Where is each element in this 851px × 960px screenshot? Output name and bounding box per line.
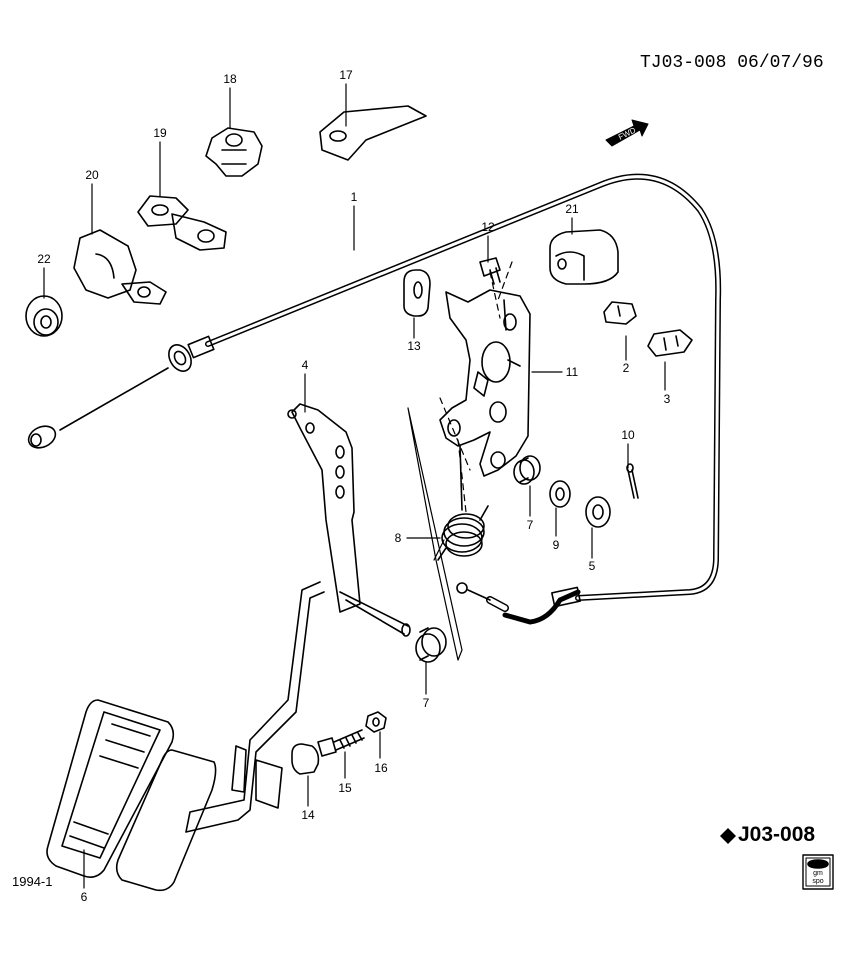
callout-6: 6 — [81, 890, 88, 904]
badge-line-1: gm — [813, 870, 823, 877]
callout-3: 3 — [664, 392, 671, 406]
drawing-date: 06/07/96 — [737, 53, 824, 73]
clamp-20 — [73, 229, 167, 305]
drawing-id-header: TJ03-008 06/07/96 — [640, 53, 824, 73]
clamp-19 — [137, 195, 227, 251]
fwd-label: FWD — [617, 126, 638, 142]
callout-2: 2 — [623, 361, 630, 375]
grommet-13 — [403, 269, 431, 317]
callout-12: 12 — [481, 220, 495, 234]
callout-4: 4 — [302, 358, 309, 372]
pedal-pad — [46, 699, 217, 892]
callout-19: 19 — [153, 126, 167, 140]
clamp-21 — [549, 229, 619, 285]
clip-5 — [585, 496, 611, 528]
callout-1: 1 — [351, 190, 358, 204]
callout-11: 11 — [566, 365, 579, 379]
callout-7a: 7 — [527, 518, 534, 532]
bushing-7a — [513, 455, 541, 485]
callout-14: 14 — [301, 808, 315, 822]
callout-17: 17 — [339, 68, 353, 82]
accelerator-cable — [27, 173, 722, 625]
clip-2 — [603, 301, 637, 325]
callout-5: 5 — [589, 559, 596, 573]
callout-8: 8 — [395, 531, 402, 545]
callout-16: 16 — [374, 761, 388, 775]
pedal-bracket — [439, 289, 531, 477]
bushing-7b — [415, 627, 447, 663]
stopper-14 — [291, 743, 320, 775]
page-code: J03-008 — [738, 823, 815, 847]
callout-9: 9 — [553, 538, 560, 552]
callout-13: 13 — [407, 339, 421, 353]
gm-spo-badge: gm spo — [802, 854, 834, 890]
callout-21: 21 — [565, 202, 579, 216]
nut-16 — [365, 711, 387, 733]
cotter-pin-10 — [626, 463, 639, 499]
callout-10: 10 — [621, 428, 635, 442]
grommet-22 — [25, 295, 63, 337]
bracket-17 — [319, 105, 427, 161]
callout-15: 15 — [338, 781, 352, 795]
code-mark-icon — [720, 828, 736, 844]
model-year-label: 1994-1 — [12, 874, 53, 889]
washer-9 — [549, 480, 571, 508]
mount-plate-edge — [433, 539, 445, 561]
page-code-text: J03-008 — [738, 823, 816, 846]
callout-22: 22 — [37, 252, 51, 266]
bolt-15 — [317, 729, 365, 757]
clip-3 — [647, 329, 693, 357]
fwd-arrow-icon: FWD — [605, 119, 649, 147]
bolt-12 — [479, 257, 501, 285]
callout-leaders — [43, 83, 666, 889]
leader-lines — [439, 261, 513, 513]
callout-20: 20 — [85, 168, 99, 182]
clamp-18 — [205, 127, 263, 177]
badge-line-2: spo — [812, 878, 823, 885]
mount-plate-outline — [407, 407, 463, 661]
pedal-arm — [185, 403, 411, 833]
return-spring — [437, 445, 489, 561]
callout-18: 18 — [223, 72, 237, 86]
callout-numbers: 1 2 3 4 5 6 7 7 8 9 10 11 12 13 14 15 16… — [37, 68, 670, 904]
callout-7b: 7 — [423, 696, 430, 710]
drawing-id: TJ03-008 — [640, 53, 727, 73]
